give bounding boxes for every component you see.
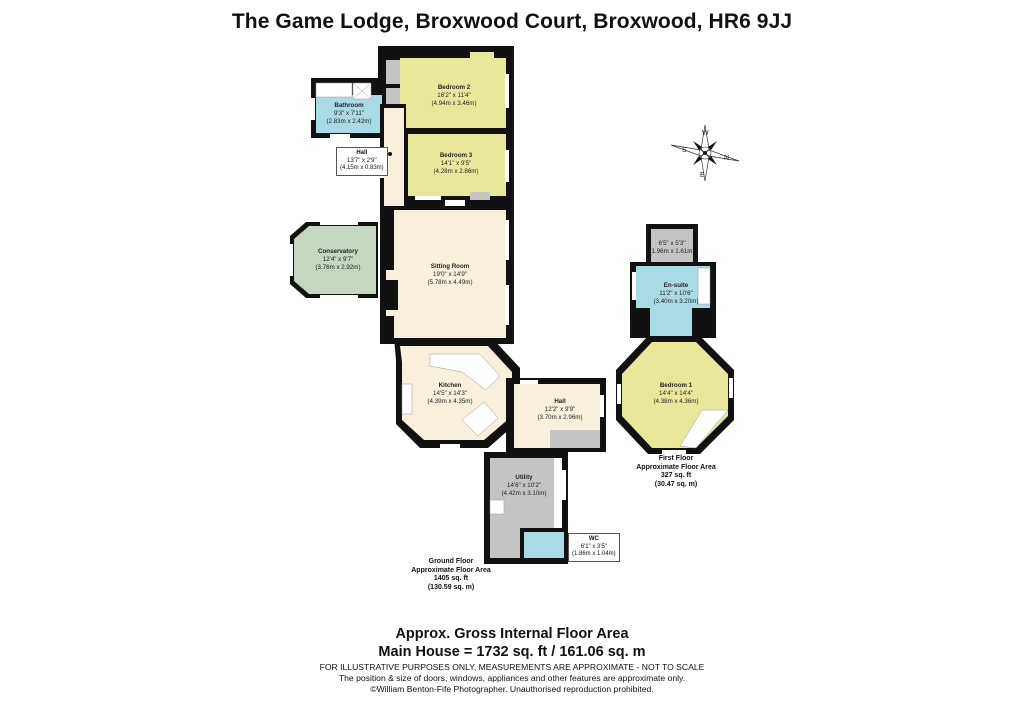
room-storage-first-floor — [646, 224, 698, 266]
disclaimer-features: The position & size of doors, windows, a… — [338, 673, 686, 683]
first-floor-area-label: First Floor Approximate Floor Area 327 s… — [636, 455, 716, 488]
room-bedroom-3 — [404, 128, 514, 210]
room-label-kitchen: Kitchen 14'5" x 14'3" (4.39m x 4.35m) — [427, 382, 473, 405]
room-bedroom-1 — [616, 336, 734, 454]
compass-label-w: W — [702, 130, 709, 137]
compass-label-s: S — [682, 147, 687, 154]
compass-label-e: E — [700, 172, 705, 179]
room-label-hall-ground: Hall 12'2" x 9'9" (3.70m x 2.96m) — [537, 398, 583, 421]
copyright-notice: ©William Benton-Fife Photographer. Unaut… — [370, 684, 654, 694]
room-label-bathroom: Bathroom 9'3" x 7'11" (2.83m x 2.42m) — [326, 102, 372, 125]
room-label-bedroom-2: Bedroom 2 16'2" x 11'4" (4.94m x 3.46m) — [431, 84, 477, 107]
gross-area-title: Approx. Gross Internal Floor Area — [395, 626, 629, 642]
room-kitchen — [394, 338, 520, 448]
room-en-suite — [630, 262, 716, 338]
room-label-sitting-room: Sitting Room 19'0" x 14'9" (5.78m x 4.49… — [427, 263, 473, 286]
room-conservatory — [290, 222, 378, 298]
page-title: The Game Lodge, Broxwood Court, Broxwood… — [231, 10, 793, 33]
ground-floor-area-label: Ground Floor Approximate Floor Area 1405… — [411, 558, 491, 591]
room-label-bedroom-3: Bedroom 3 14'1" x 9'5" (4.28m x 2.86m) — [433, 152, 479, 175]
room-label-en-suite: En-suite 11'2" x 10'6" (3.40m x 3.20m) — [653, 282, 699, 305]
compass-label-n: N — [724, 155, 730, 162]
compass-icon — [670, 124, 740, 182]
room-label-hall-corridor: Hall 13'7" x 2'9" (4.15m x 0.83m) — [336, 147, 388, 176]
room-wc — [520, 528, 566, 564]
room-bathroom — [311, 78, 383, 138]
room-label-conservatory: Conservatory 12'4" x 9'7" (3.76m x 2.92m… — [315, 248, 361, 271]
room-sitting-room — [380, 206, 514, 344]
room-label-bedroom-1: Bedroom 1 14'4" x 14'4" (4.38m x 4.36m) — [653, 382, 699, 405]
room-label-wc: WC 6'1" x 3'5" (1.86m x 1.04m) — [568, 533, 620, 562]
room-label-utility: Utility 14'6" x 10'2" (4.42m x 3.10m) — [501, 474, 547, 497]
main-house-area: Main House = 1732 sq. ft / 161.06 sq. m — [378, 644, 646, 660]
disclaimer-scale: FOR ILLUSTRATIVE PURPOSES ONLY, MEASUREM… — [319, 662, 705, 672]
room-label-storage-first-floor: 6'5" x 5'3" (1.96m x 1.61m) — [649, 240, 695, 255]
room-hall-ground — [506, 378, 606, 452]
